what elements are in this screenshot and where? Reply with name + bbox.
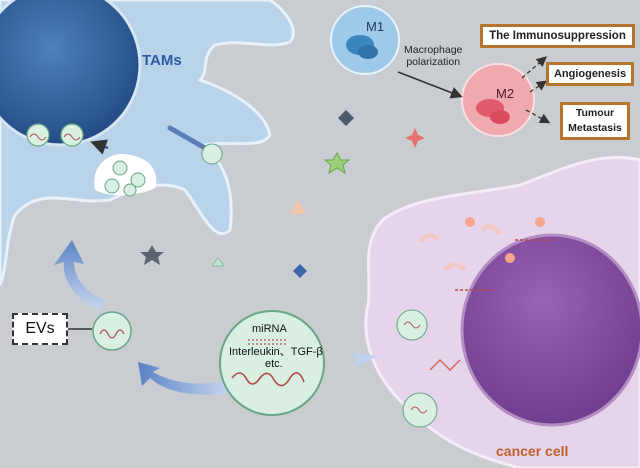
outcome-tumour-metastasis: Tumour Metastasis: [560, 102, 630, 140]
polarization-arrow: [397, 71, 463, 99]
flow-arrow-ev-to-tam: [54, 240, 104, 310]
cargo-etc-label: etc.: [265, 358, 283, 370]
sparkle-shape: [405, 128, 425, 148]
evs-label: EVs: [12, 313, 68, 345]
cargo-mirna-label: miRNA: [252, 323, 287, 335]
tam-internal-vesicles: [26, 123, 84, 147]
tam-arrow: [90, 139, 109, 155]
diamond-shape: [338, 110, 354, 126]
cancer-cell-label: cancer cell: [496, 443, 569, 459]
star-gray: [140, 245, 164, 265]
flow-arrow-to-cargo: [352, 343, 405, 368]
cancer-nucleus: [460, 233, 640, 427]
cancer-internal-structures: [417, 217, 555, 372]
cancer-vesicles: [396, 309, 438, 428]
macrophage-polarization-label: Macrophage polarization: [404, 44, 463, 68]
cargo-interleukin-label: Interleukin、TGF-β: [229, 346, 323, 358]
membrane-receptor: [167, 125, 208, 151]
triangle-shape: [290, 200, 306, 214]
outcome-arrows: [521, 56, 551, 124]
m1-label: M1: [366, 19, 385, 34]
outcome-immunosuppression: The Immunosuppression: [480, 24, 635, 48]
flow-arrow-cargo-to-ev: [138, 362, 230, 395]
diamond-shape-blue: [293, 264, 307, 278]
outcome-angiogenesis: Angiogenesis: [546, 62, 634, 86]
star-green: [323, 151, 351, 175]
triangle-small: [211, 257, 225, 267]
m2-label: M2: [496, 86, 515, 101]
rna-strand: [231, 372, 305, 387]
tam-nucleus: [0, 0, 140, 145]
m2-cell: [461, 63, 535, 137]
cargo-vesicle: [219, 310, 325, 416]
released-ev: [92, 311, 132, 351]
tams-label: TAMs: [142, 52, 182, 69]
endocytosed-vesicles: [104, 160, 146, 197]
